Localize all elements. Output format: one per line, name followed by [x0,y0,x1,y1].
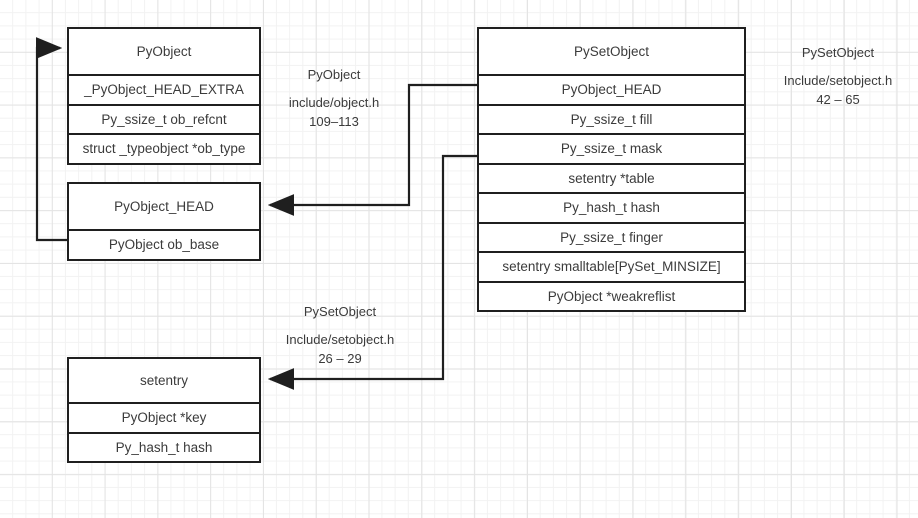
note-pyobject: PyObject include/object.h 109–113 [254,66,414,132]
uml-row-pysetobject-6: setentry smalltable[PySet_MINSIZE] [479,251,744,281]
connector-setobj-table-to-setentry [267,154,477,390]
note-pyobject-file: include/object.h [288,94,380,110]
note-setentry-name: PySetObject [303,304,377,319]
uml-row-pysetobject-4: Py_hash_t hash [479,192,744,222]
note-setentry-lines: 26 – 29 [318,350,362,366]
uml-row-pysetobject-0: PyObject_HEAD [479,74,744,104]
uml-box-pysetobject[interactable]: PySetObject PyObject_HEAD Py_ssize_t fil… [477,27,746,312]
uml-box-pyobject-head[interactable]: PyObject_HEAD PyObject ob_base [67,182,261,261]
uml-title-pyobject: PyObject [136,43,192,59]
uml-row-setentry-0: PyObject *key [69,402,259,432]
uml-box-setentry[interactable]: setentry PyObject *key Py_hash_t hash [67,357,261,463]
connector-obbase-to-pyobject [35,37,67,242]
uml-row-pyobject-2: struct _typeobject *ob_type [69,133,259,163]
uml-row-pysetobject-5: Py_ssize_t finger [479,221,744,252]
note-pysetobject-lines: 42 – 65 [816,91,860,107]
note-pyobject-name: PyObject [307,67,361,82]
uml-box-pyobject[interactable]: PyObject _PyObject_HEAD_EXTRA Py_ssize_t… [67,27,261,165]
uml-row-pysetobject-7: PyObject *weakreflist [479,280,744,311]
uml-title-pysetobject: PySetObject [573,43,650,59]
uml-row-pysetobject-1: Py_ssize_t fill [479,103,744,134]
note-setentry: PySetObject Include/setobject.h 26 – 29 [259,303,421,369]
note-pyobject-lines: 109–113 [309,113,359,129]
uml-title-setentry: setentry [139,372,189,388]
connector-setobj-head-to-pyobject-head [267,83,477,216]
note-pysetobject-name: PySetObject [801,45,875,60]
note-setentry-file: Include/setobject.h [285,331,395,347]
note-pysetobject-file: Include/setobject.h [783,72,893,88]
uml-row-pyobject-0: _PyObject_HEAD_EXTRA [69,74,259,104]
note-pysetobject: PySetObject Include/setobject.h 42 – 65 [760,44,916,110]
uml-row-pyobject-1: Py_ssize_t ob_refcnt [69,103,259,134]
uml-row-setentry-1: Py_hash_t hash [69,431,259,462]
uml-row-pyobject-head-0: PyObject ob_base [69,229,259,259]
uml-row-pysetobject-3: setentry *table [479,162,744,193]
uml-row-pysetobject-2: Py_ssize_t mask [479,133,744,163]
uml-title-pyobject-head: PyObject_HEAD [114,198,214,214]
